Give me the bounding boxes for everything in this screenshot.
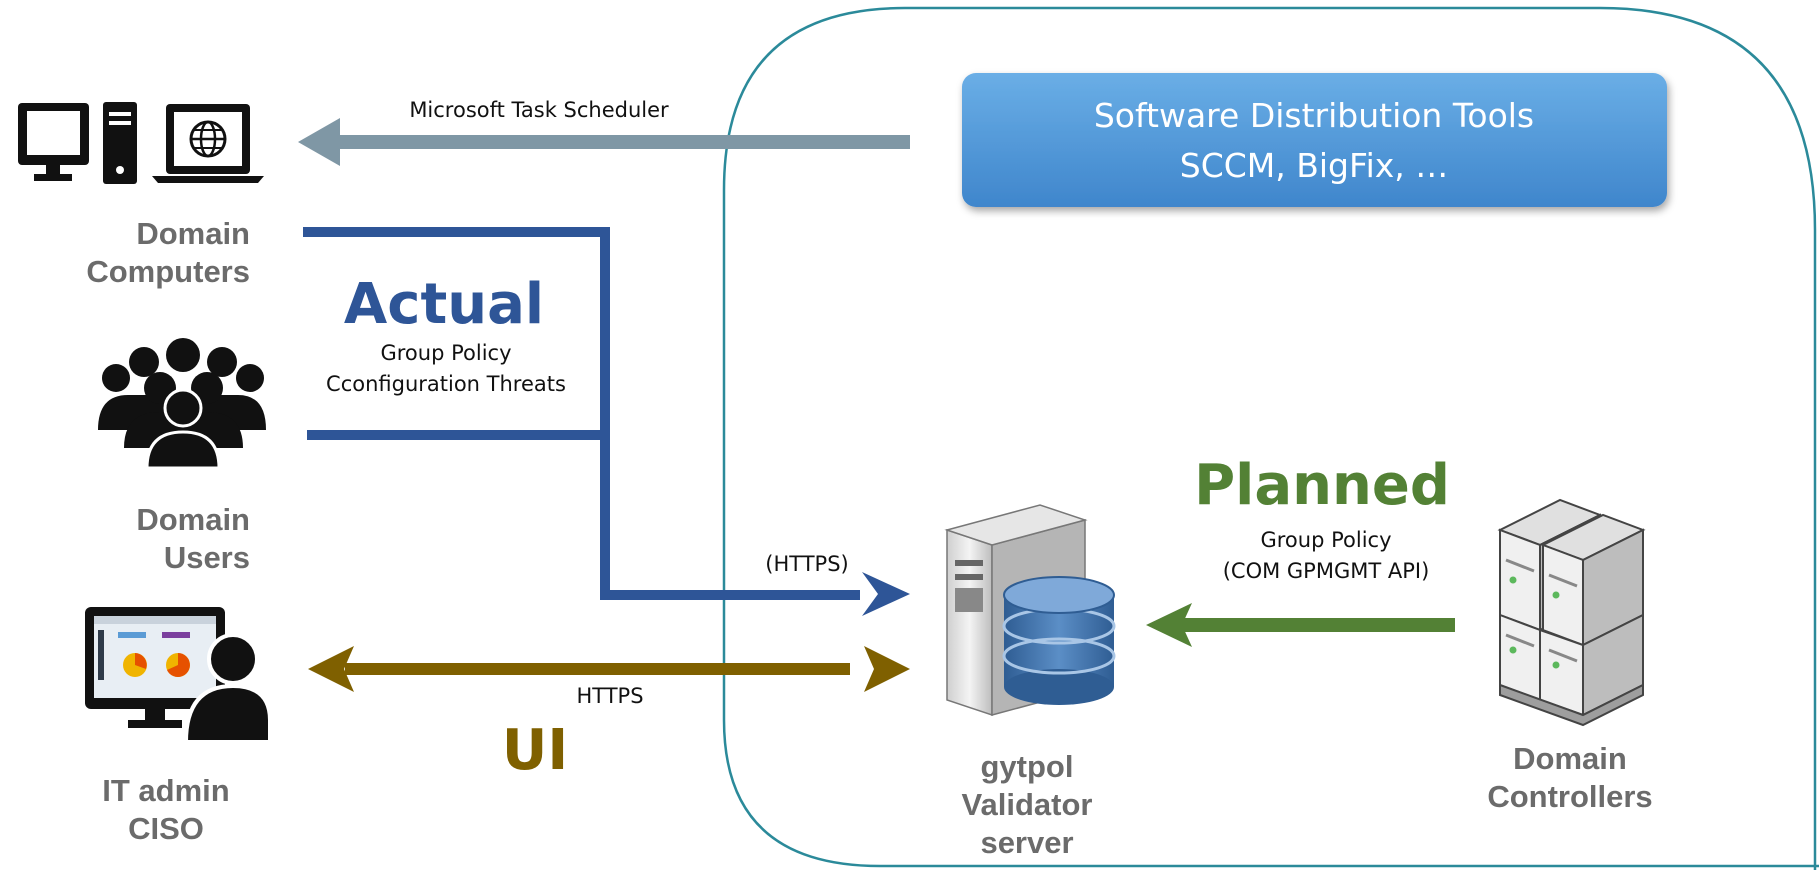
- actual-line-1: Group Policy: [380, 341, 511, 365]
- planned-line-1: Group Policy: [1260, 528, 1391, 552]
- actual-protocol: (HTTPS): [765, 552, 848, 576]
- actual-connector: [303, 227, 860, 600]
- domain-controllers-icon: [1497, 498, 1646, 727]
- task-scheduler-arrow: [298, 118, 910, 166]
- domain-controllers-label-1: Domain: [1513, 741, 1627, 776]
- software-distribution-tools-box: [962, 73, 1667, 207]
- validator-label-3: server: [980, 825, 1073, 860]
- validator-label-1: gytpol: [981, 749, 1074, 784]
- actual-arrowhead: [862, 572, 910, 616]
- domain-computers-label-2: Computers: [86, 254, 250, 289]
- actual-title: Actual: [344, 272, 544, 337]
- planned-connector: [1146, 603, 1455, 647]
- actual-line-2: Cconfiguration Threats: [326, 372, 566, 396]
- it-admin-label-2: CISO: [128, 811, 204, 846]
- network-boundary: [722, 6, 1819, 870]
- tools-title: Software Distribution Tools: [1094, 96, 1534, 135]
- domain-computers-label-1: Domain: [136, 216, 250, 251]
- ui-connector: [308, 646, 910, 692]
- domain-users-icon: [98, 338, 266, 470]
- ui-title: UI: [502, 718, 568, 783]
- it-admin-label-1: IT admin: [102, 773, 229, 808]
- ui-protocol: HTTPS: [576, 684, 643, 708]
- planned-title: Planned: [1194, 453, 1450, 518]
- task-scheduler-label: Microsoft Task Scheduler: [409, 98, 669, 122]
- it-admin-icon: [85, 607, 272, 744]
- domain-computers-icon: [18, 102, 264, 184]
- domain-controllers-label-2: Controllers: [1487, 779, 1652, 814]
- domain-users-label-1: Domain: [136, 502, 250, 537]
- domain-users-label-2: Users: [164, 540, 250, 575]
- validator-server-icon: [944, 504, 1116, 717]
- planned-line-2: (COM GPMGMT API): [1223, 559, 1430, 583]
- tools-subtitle: SCCM, BigFix, …: [1180, 146, 1449, 185]
- validator-label-2: Validator: [962, 787, 1093, 822]
- database-icon: [1002, 576, 1116, 705]
